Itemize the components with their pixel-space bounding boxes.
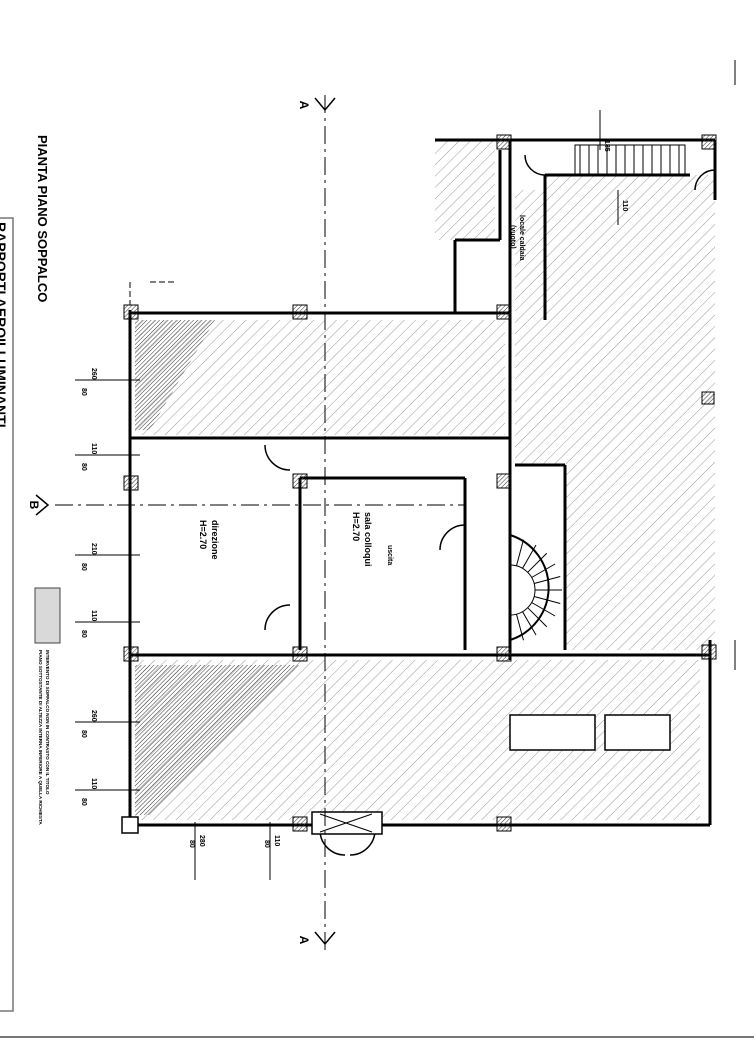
legend-text-line2: INTERVENTO DI SOPPALCO NON IN CONTRASTO … <box>45 650 50 795</box>
dimension-bottom: 80 <box>80 388 87 396</box>
section-arrow-a-top <box>314 97 336 112</box>
legend-frame <box>0 217 14 1012</box>
walls <box>128 138 717 827</box>
dimension-top: 110 <box>90 610 97 621</box>
dimension-top: 110 <box>90 443 97 454</box>
section-mark-a-bottom: A <box>297 936 311 945</box>
door-dimension-top: 280 <box>198 835 205 847</box>
corner-post <box>121 816 139 834</box>
stair-label-upper: 185 <box>603 140 610 152</box>
door-dimension-top: 110 <box>273 835 280 846</box>
straight-staircase <box>574 144 686 176</box>
section-mark-b: B <box>27 501 41 510</box>
dimension-ticks <box>75 110 619 880</box>
door-swings <box>264 154 716 856</box>
section-arrow-b <box>35 494 50 516</box>
room-name-sala-colloqui: sala colloqui <box>363 512 373 567</box>
stair-tread <box>531 602 556 617</box>
frame-title: RAPPORTI AEROILLUMINANTI <box>0 222 9 428</box>
legend-swatch <box>34 587 61 644</box>
door-dimension-bottom: 80 <box>263 840 270 848</box>
stair-label-lower: 110 <box>621 200 628 211</box>
dimension-bottom: 80 <box>80 463 87 471</box>
legend-text-line1: PIANO SOTTOSTANTE DI ALTEZZA INTERNA INF… <box>38 650 43 825</box>
pillars <box>123 134 717 832</box>
room-height-sala-colloqui: H=2.70 <box>351 512 361 541</box>
door-dimension-bottom: 80 <box>188 840 195 848</box>
room-name-locale-caldaia: locale caldaia <box>518 215 525 261</box>
room-note-locale-caldaia: (vuoto) <box>509 225 516 249</box>
stair-tread <box>515 614 524 641</box>
stair-tread <box>522 544 537 569</box>
skylight <box>604 714 671 751</box>
slope-top <box>135 320 215 430</box>
dimension-top: 210 <box>90 543 97 555</box>
spiral-staircase <box>509 534 562 642</box>
dimension-top: 260 <box>90 368 97 380</box>
dimension-bottom: 80 <box>80 730 87 738</box>
section-mark-a-top: A <box>297 101 311 110</box>
room-name-direzione: direzione <box>210 520 220 560</box>
stair-tread <box>527 552 548 573</box>
stair-tread <box>527 607 548 628</box>
stair-tread <box>534 595 561 604</box>
hatched-area-boiler <box>435 140 495 240</box>
room-height-direzione: H=2.70 <box>198 520 208 549</box>
dimension-top: 260 <box>90 710 97 722</box>
section-arrow-a-bottom <box>314 931 336 946</box>
dimension-bottom: 80 <box>80 563 87 571</box>
dimension-bottom: 80 <box>80 630 87 638</box>
stair-tread <box>534 576 561 585</box>
stair-tread <box>531 563 556 578</box>
stair-treads <box>579 145 680 175</box>
dimension-top: 110 <box>90 778 97 789</box>
slope-bottom <box>135 665 300 815</box>
stair-tread <box>515 539 524 566</box>
drawing-title: PIANTA PIANO SOPPALCO <box>35 135 50 302</box>
exit-label: uscita <box>386 545 393 565</box>
dimension-bottom: 80 <box>80 798 87 806</box>
skylight <box>509 714 596 751</box>
stair-tread <box>522 611 537 636</box>
dimension-labels: 260 80 110 80 210 80 110 80 260 80 110 8… <box>80 368 280 848</box>
